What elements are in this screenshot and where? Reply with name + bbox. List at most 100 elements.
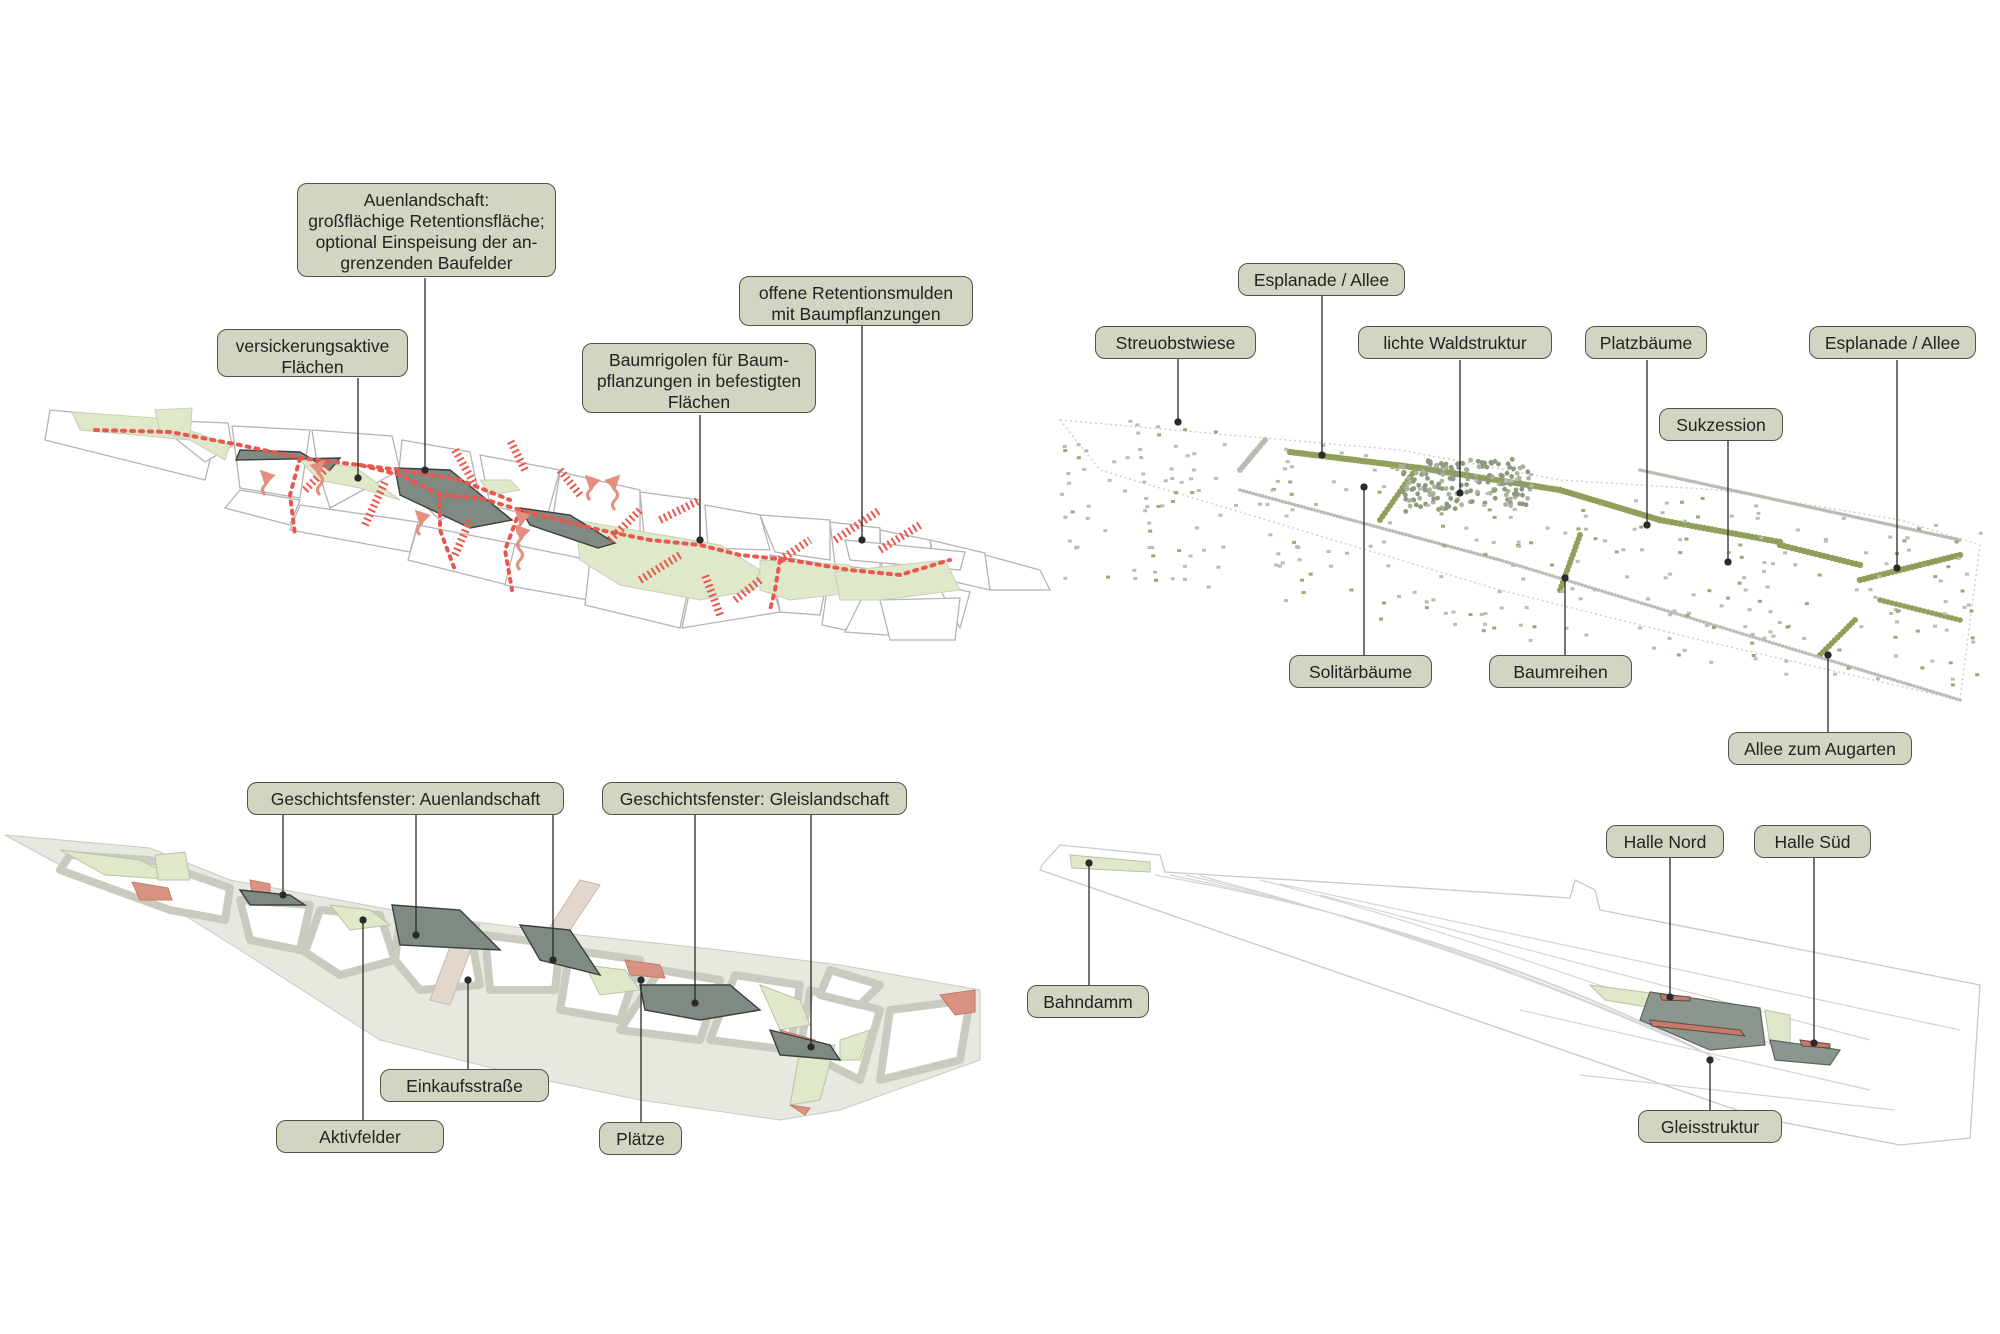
- tree-dot: [1603, 539, 1607, 542]
- tree-dot: [1554, 575, 1558, 579]
- label-retentionsmulden-line2: mit Baumpflanzungen: [750, 304, 962, 325]
- tree-dot: [1385, 528, 1389, 532]
- tree-dot: [1745, 633, 1749, 637]
- tree-dot: [1758, 637, 1762, 641]
- label-auenlandschaft-line2: großflächige Retentionsfläche;: [308, 211, 545, 232]
- tree-dot: [1781, 644, 1785, 648]
- tree-dot: [1817, 655, 1821, 659]
- tree-dot: [1431, 598, 1435, 601]
- label-baumrigolen-line3: Flächen: [593, 392, 805, 413]
- tree-dot: [1170, 477, 1174, 480]
- tree-dot: [1683, 520, 1687, 523]
- label-versickerungsaktive-flaechen: versickerungsaktive Flächen: [217, 329, 408, 377]
- tree-dot: [1160, 504, 1164, 507]
- tree-dot: [1532, 625, 1536, 628]
- tree-dot: [1917, 527, 1921, 530]
- tree-dot: [1469, 613, 1473, 616]
- tree-dot: [1171, 577, 1175, 580]
- tree-dot: [1735, 630, 1739, 634]
- tree-dot: [1372, 524, 1376, 528]
- tree-dot: [1833, 673, 1837, 676]
- tree-dot: [1889, 612, 1893, 615]
- tree-dot: [1450, 545, 1454, 549]
- tree-dot: [1557, 576, 1561, 580]
- tree-dot: [1391, 466, 1395, 469]
- tree-dot: [1431, 496, 1436, 501]
- label-bahndamm: Bahndamm: [1027, 985, 1149, 1018]
- tree-dot: [1933, 625, 1937, 628]
- tree-dot: [1439, 575, 1443, 578]
- tree-dot: [1929, 689, 1933, 693]
- tree-dot: [1668, 637, 1672, 640]
- tree-dot: [1951, 683, 1955, 686]
- tree-dot: [1278, 565, 1282, 568]
- tree-dot: [1769, 630, 1773, 633]
- tree-dot: [1534, 569, 1538, 573]
- tree-dot: [1634, 499, 1638, 502]
- tree-dot: [1963, 606, 1967, 609]
- tree-dot: [1935, 691, 1939, 695]
- tree-dot: [1475, 539, 1479, 542]
- tree-dot: [1192, 469, 1196, 472]
- tree-dot: [1077, 443, 1081, 446]
- tree-dot: [1725, 627, 1729, 631]
- tree-dot: [1896, 610, 1900, 613]
- tree-dot: [1621, 548, 1625, 551]
- tree-dot: [1418, 488, 1422, 491]
- tree-dot: [1717, 485, 1721, 489]
- tree-dot: [1437, 485, 1442, 490]
- tree-dot: [1597, 588, 1601, 592]
- tree-dot: [1581, 509, 1585, 512]
- tree-dot: [1401, 532, 1405, 536]
- tree-dot: [1251, 492, 1255, 496]
- tree-dot: [1893, 678, 1897, 682]
- tree-dot: [1732, 629, 1736, 633]
- tree-dot: [1386, 564, 1390, 567]
- tree-dot: [1663, 608, 1667, 612]
- label-versickerung-line2: Flächen: [228, 357, 397, 378]
- label-retentionsmulden-line1: offene Retentionsmulden: [750, 283, 962, 304]
- tree-dot: [1395, 468, 1399, 471]
- tree-dot: [1508, 482, 1513, 487]
- tree-dot: [1958, 698, 1962, 702]
- tree-dot: [1683, 649, 1687, 652]
- tree-dot: [1678, 538, 1682, 541]
- tree-dot: [1255, 493, 1259, 497]
- tree-dot: [1269, 533, 1273, 536]
- tree-dot: [1509, 474, 1514, 479]
- tree-dot: [1755, 636, 1759, 640]
- tree-dot: [1895, 620, 1899, 623]
- tree-dot: [1190, 491, 1194, 494]
- tree-dot: [1484, 612, 1488, 615]
- tree-dot: [1404, 533, 1408, 537]
- label-platzbaeume: Platzbäume: [1585, 326, 1707, 359]
- tree-dot: [1428, 492, 1433, 497]
- tree-dot: [1447, 492, 1452, 497]
- tree-dot: [1402, 470, 1407, 475]
- tree-dot: [1855, 588, 1859, 591]
- tree-dot: [1696, 515, 1700, 518]
- tree-dot: [1781, 499, 1785, 503]
- tree-dot: [1920, 666, 1924, 669]
- tree-dot: [1219, 514, 1223, 517]
- tree-dot: [1403, 493, 1408, 498]
- tree-dot: [1653, 605, 1657, 609]
- tree-dot: [1786, 626, 1790, 629]
- tree-dot: [1440, 512, 1444, 515]
- tree-dot: [1498, 558, 1502, 562]
- tree-dot: [1063, 516, 1067, 519]
- tree-dot: [1508, 503, 1513, 508]
- tree-dot: [1468, 488, 1473, 493]
- tree-dot: [1546, 527, 1550, 530]
- tree-dot: [1440, 479, 1445, 484]
- tree-dot: [1814, 654, 1818, 658]
- tree-dot: [1517, 545, 1521, 548]
- tree-dot: [1783, 551, 1787, 554]
- tree-dot: [1504, 492, 1509, 497]
- tree-dot: [1063, 449, 1067, 452]
- tree-dot: [1856, 667, 1860, 671]
- tree-dot: [1148, 530, 1152, 533]
- tree-dot: [1261, 494, 1265, 498]
- tree-dot: [1530, 484, 1534, 487]
- tree-dot: [1864, 551, 1868, 554]
